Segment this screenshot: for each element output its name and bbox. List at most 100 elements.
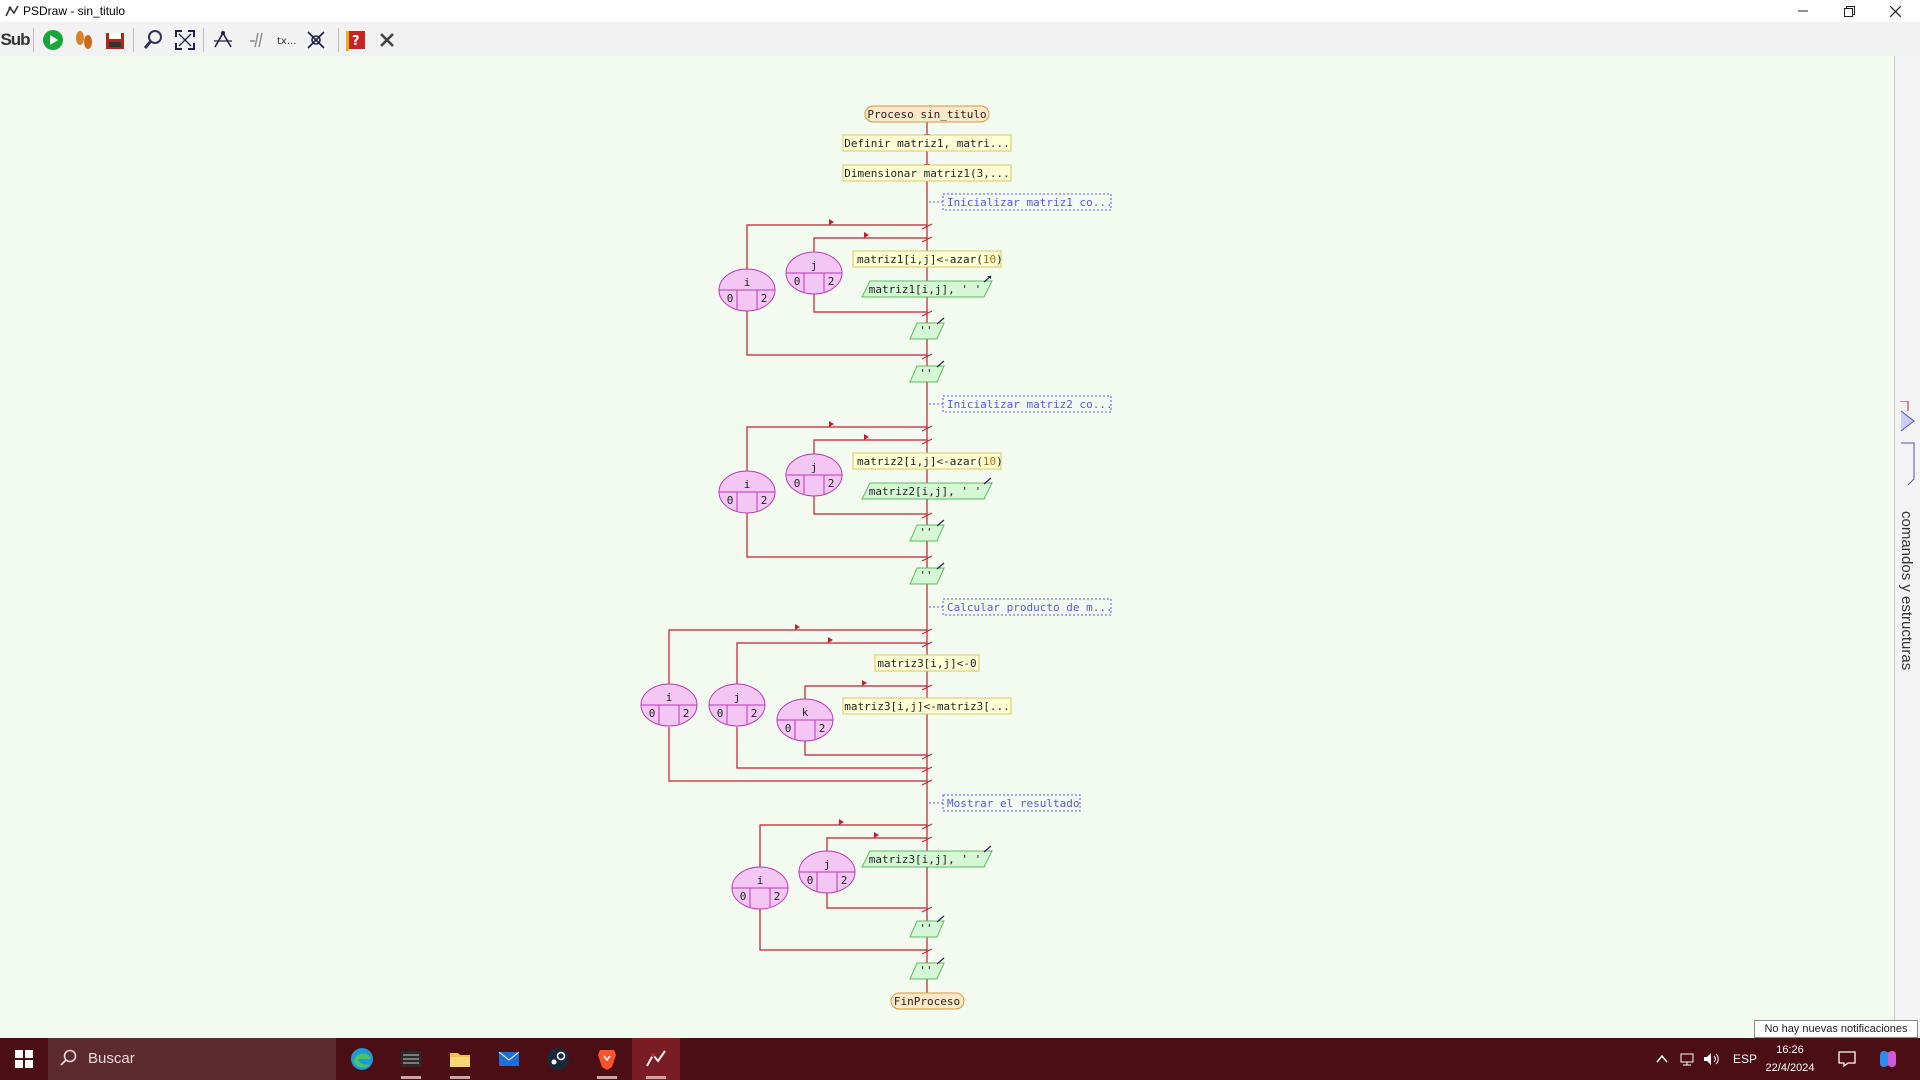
- dimension-label: Dimensionar matriz1(3,...: [844, 167, 1010, 180]
- comment-block[interactable]: Calcular producto de m...: [929, 598, 1113, 616]
- step-button[interactable]: [71, 27, 97, 53]
- flow-button[interactable]: [210, 27, 236, 53]
- assign-label: matriz3[i,j]<-matriz3[...: [844, 700, 1010, 713]
- fit-button[interactable]: [172, 27, 198, 53]
- run-button[interactable]: [40, 27, 66, 53]
- tray-network[interactable]: [1678, 1038, 1696, 1080]
- comment-icon: [250, 32, 263, 48]
- loop-variable: i: [744, 478, 751, 491]
- for-loop-i[interactable]: i 0 2: [718, 470, 776, 514]
- assign-block[interactable]: matriz3[i,j]<-matriz3[...: [842, 697, 1012, 715]
- loop-from: 0: [717, 707, 724, 720]
- copilot-icon: [1880, 1050, 1896, 1068]
- svg-text:?: ?: [352, 34, 360, 49]
- close-icon: [380, 33, 394, 47]
- notification-center-button[interactable]: [1838, 1038, 1856, 1080]
- taskbar-app-pseint[interactable]: [632, 1038, 680, 1080]
- clock[interactable]: 16:26 22/4/2024: [1760, 1041, 1820, 1077]
- minimize-button[interactable]: [1780, 0, 1826, 22]
- sub-button[interactable]: Sub: [0, 27, 30, 53]
- mail-icon: [498, 1051, 520, 1066]
- for-loop-j[interactable]: j 0 2: [798, 850, 856, 894]
- cut-button[interactable]: [303, 27, 329, 53]
- toolbar: Sub tx... ?: [0, 22, 1920, 56]
- edge-icon: [351, 1048, 373, 1070]
- psdraw-app-icon: [5, 5, 19, 17]
- network-icon: [1680, 1053, 1694, 1066]
- output-block[interactable]: '': [909, 519, 945, 542]
- output-block[interactable]: matriz3[i,j], ' ': [861, 845, 993, 868]
- close-button[interactable]: [1872, 0, 1918, 22]
- taskbar-app-media[interactable]: [387, 1038, 435, 1080]
- loop-variable: j: [824, 858, 831, 871]
- taskbar-app-edge[interactable]: [338, 1038, 386, 1080]
- panel-tab-icons[interactable]: [1898, 401, 1918, 501]
- output-block[interactable]: '': [909, 957, 945, 980]
- start-button[interactable]: [0, 1038, 48, 1080]
- define-block[interactable]: Definir matriz1, matri...: [842, 134, 1012, 152]
- help-button[interactable]: ?: [343, 27, 369, 53]
- tray-volume[interactable]: [1702, 1038, 1720, 1080]
- for-loop-i[interactable]: i 0 2: [718, 268, 776, 312]
- for-loop-j[interactable]: j 0 2: [785, 251, 843, 295]
- taskbar-app-steam[interactable]: [534, 1038, 582, 1080]
- loop-variable: i: [666, 691, 673, 704]
- loop-to: 2: [819, 722, 826, 735]
- save-icon: [106, 33, 124, 49]
- toolbar-separator: [133, 28, 134, 52]
- taskbar-app-explorer[interactable]: [436, 1038, 484, 1080]
- for-loop-k[interactable]: k 0 2: [776, 698, 834, 742]
- search-icon: [60, 1049, 77, 1066]
- close-panel-button[interactable]: [374, 27, 400, 53]
- assign-block[interactable]: matriz1[i,j]<-azar(10): [852, 250, 1003, 268]
- language-label: ESP: [1733, 1052, 1758, 1066]
- output-label: matriz1[i,j], ' ': [869, 283, 982, 296]
- comment-block[interactable]: Inicializar matriz1 co...: [929, 193, 1113, 211]
- zoom-button[interactable]: [140, 27, 166, 53]
- comment-block[interactable]: Inicializar matriz2 co...: [929, 395, 1113, 413]
- taskbar-app-brave[interactable]: [583, 1038, 631, 1080]
- flowchart-canvas[interactable]: Proceso sin_titulo Definir matriz1, matr…: [0, 56, 1894, 1038]
- taskbar-app-mail[interactable]: [485, 1038, 533, 1080]
- output-block[interactable]: matriz2[i,j], ' ': [861, 477, 993, 500]
- output-block[interactable]: '': [909, 360, 945, 383]
- assign-block[interactable]: matriz3[i,j]<-0: [874, 654, 980, 672]
- svg-text:tx...: tx...: [277, 36, 296, 47]
- loop-from: 0: [807, 874, 814, 887]
- restore-button[interactable]: [1826, 0, 1872, 22]
- tray-chevron[interactable]: [1655, 1038, 1669, 1080]
- run-icon: [43, 30, 63, 50]
- taskbar-search[interactable]: Buscar: [48, 1038, 336, 1080]
- loop-from: 0: [727, 292, 734, 305]
- connector-lines: [668, 121, 928, 993]
- output-label: '': [919, 367, 932, 380]
- commands-side-panel[interactable]: comandos y estructuras: [1894, 56, 1920, 1038]
- comment-label: Mostrar el resultado: [947, 797, 1079, 810]
- for-loop-i[interactable]: i 0 2: [640, 683, 698, 727]
- explorer-icon: [450, 1053, 470, 1067]
- clock-time: 16:26: [1776, 1044, 1804, 1056]
- assign-block[interactable]: matriz2[i,j]<-azar(10): [852, 452, 1003, 470]
- output-block[interactable]: '': [909, 562, 945, 585]
- end-terminal[interactable]: FinProceso: [890, 992, 965, 1010]
- flowchart: Proceso sin_titulo Definir matriz1, matr…: [640, 105, 1113, 1010]
- text-button[interactable]: tx...: [273, 27, 299, 53]
- comment-button[interactable]: [244, 27, 270, 53]
- title-bar: PSDraw - sin_titulo: [0, 0, 1920, 22]
- dimension-block[interactable]: Dimensionar matriz1(3,...: [842, 164, 1012, 182]
- output-block[interactable]: matriz1[i,j], ' ': [861, 275, 993, 298]
- output-block[interactable]: '': [909, 317, 945, 340]
- output-block[interactable]: '': [909, 915, 945, 938]
- for-loop-j[interactable]: j 0 2: [785, 453, 843, 497]
- start-terminal[interactable]: Proceso sin_titulo: [864, 105, 990, 123]
- comment-label: Calcular producto de m...: [947, 601, 1113, 614]
- loop-variable: j: [811, 461, 818, 474]
- loop-variable: j: [811, 259, 818, 272]
- for-loop-i[interactable]: i 0 2: [731, 866, 789, 910]
- copilot-button[interactable]: [1876, 1038, 1900, 1080]
- save-button[interactable]: [102, 27, 128, 53]
- loop-to: 2: [774, 890, 781, 903]
- comment-block[interactable]: Mostrar el resultado: [929, 794, 1081, 812]
- for-loop-j[interactable]: j 0 2: [708, 683, 766, 727]
- tray-language[interactable]: ESP: [1733, 1038, 1757, 1080]
